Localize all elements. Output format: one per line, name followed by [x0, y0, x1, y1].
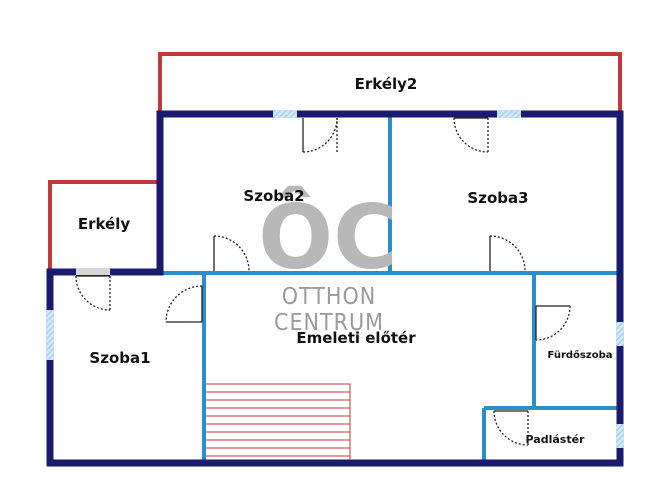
door-szoba2-bottom — [213, 235, 250, 272]
door-szoba3-bottom — [489, 235, 526, 272]
label-szoba3: Szoba3 — [467, 189, 528, 207]
label-padlaster: Padlástér — [526, 433, 586, 446]
label-erkely: Erkély — [78, 215, 131, 233]
label-szoba1: Szoba1 — [89, 349, 150, 367]
watermark-line2: CENTRUM — [274, 310, 384, 336]
door-furdoszoba — [535, 305, 571, 341]
door-szoba3-top — [453, 117, 489, 153]
window-right-upper — [616, 322, 624, 346]
watermark-line1: OTTHON — [282, 284, 376, 310]
window-top-left — [273, 110, 297, 118]
label-furdoszoba: Fürdőszoba — [548, 349, 613, 361]
windows — [46, 110, 624, 448]
label-emeleti-eloter: Emeleti előtér — [296, 329, 416, 347]
door-szoba2-top — [302, 117, 338, 153]
window-left — [46, 310, 54, 360]
watermark-logo: ÔC OTTHON CENTRUM — [258, 186, 397, 336]
door-szoba1-balcony — [75, 275, 111, 311]
balcony-erkely2-outline — [158, 52, 622, 111]
label-szoba2: Szoba2 — [243, 187, 304, 205]
balcony-erkely-outline — [48, 180, 160, 271]
window-top-right — [497, 110, 521, 118]
window-right-lower — [616, 424, 624, 448]
label-erkely2: Erkély2 — [355, 75, 418, 93]
outer-walls — [46, 110, 624, 467]
window-erkely-door — [76, 268, 110, 275]
door-szoba1-eloter — [165, 285, 203, 323]
svg-text:ÔC: ÔC — [258, 186, 397, 289]
stairs — [206, 383, 351, 460]
doors — [75, 117, 571, 446]
inner-walls — [162, 116, 618, 460]
door-padlaster — [493, 410, 529, 446]
